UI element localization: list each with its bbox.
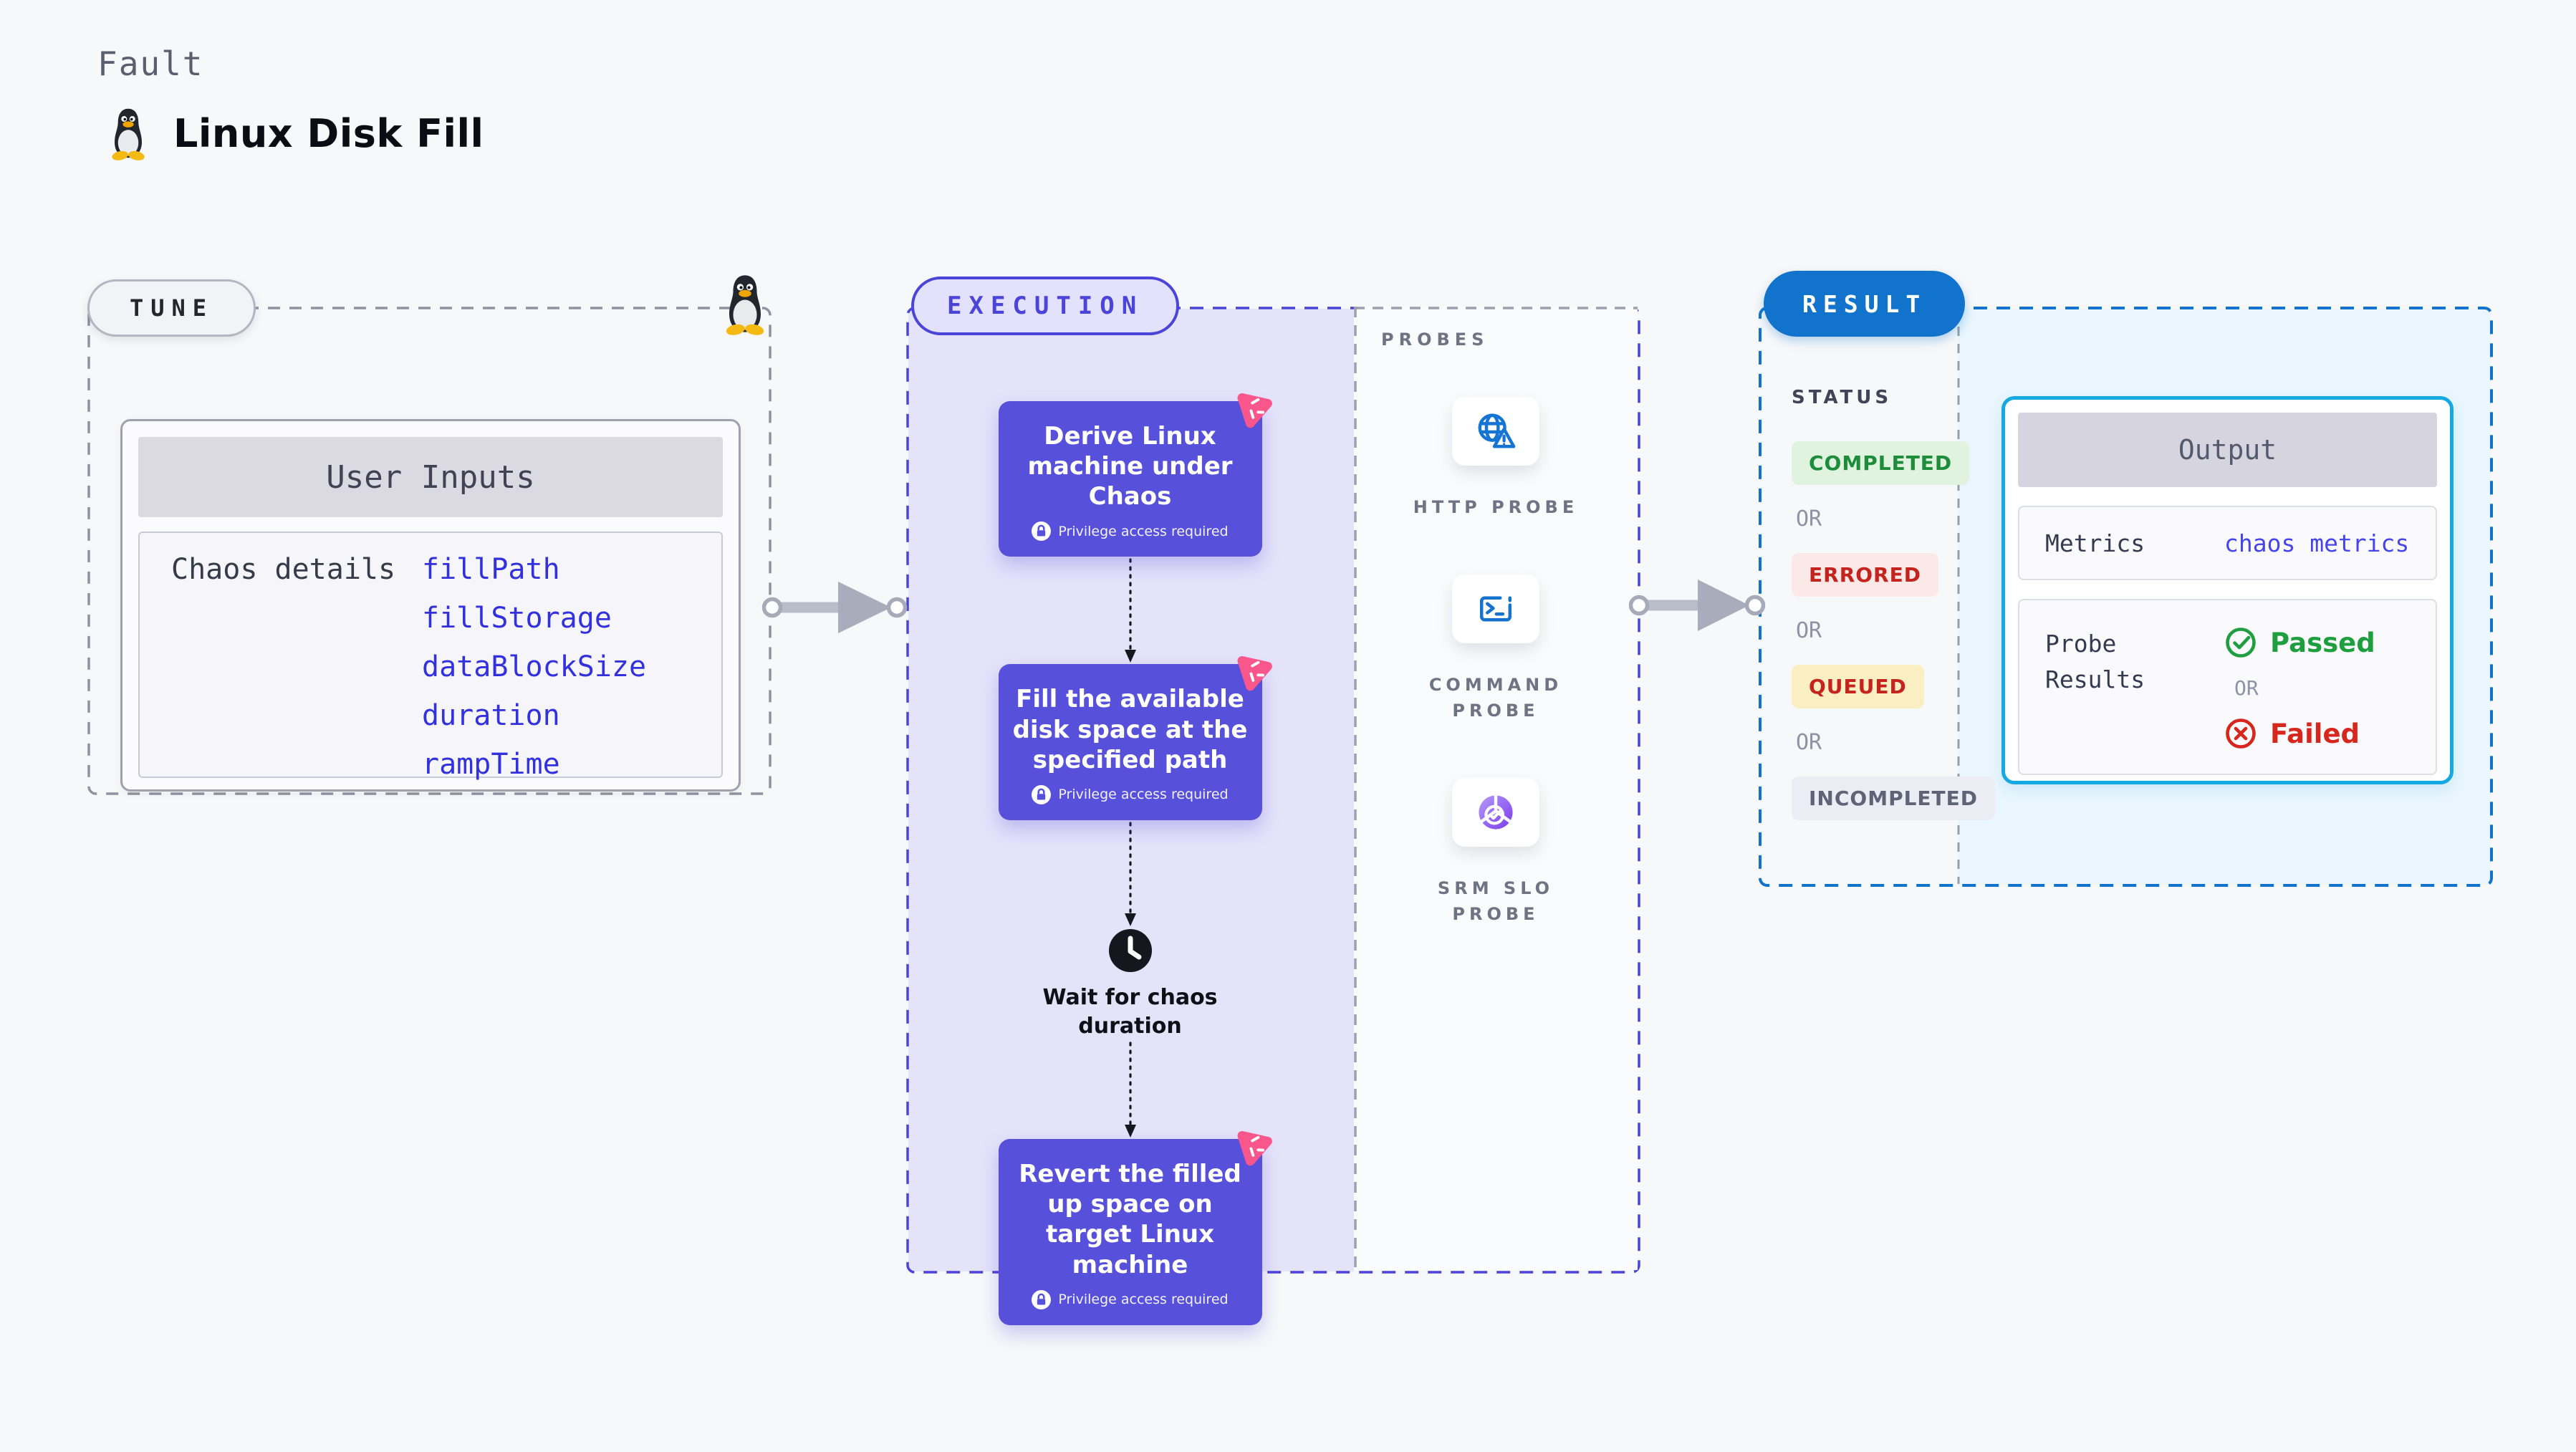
- user-input-links: fillPath fillStorage dataBlockSize durat…: [422, 553, 647, 781]
- privilege-note-text: Privilege access required: [1058, 1292, 1229, 1308]
- chaos-litmus-badge-icon: [1237, 393, 1272, 428]
- flow-arrow-down: [1124, 1042, 1136, 1138]
- page-title: Linux Disk Fill: [173, 110, 484, 156]
- or-separator: OR: [1796, 506, 1822, 532]
- or-separator: OR: [2234, 676, 2259, 700]
- failed-row: Failed: [2224, 717, 2360, 750]
- step-title: Fill the available disk space at the spe…: [1012, 685, 1248, 774]
- privilege-note-text: Privilege access required: [1058, 787, 1229, 803]
- link-duration[interactable]: duration: [422, 699, 560, 732]
- linux-tux-corner-icon: [726, 275, 764, 335]
- chaos-litmus-badge-icon: [1237, 1131, 1272, 1166]
- result-section-label: RESULT: [1764, 271, 1966, 337]
- passed-label: Passed: [2270, 627, 2375, 658]
- link-fillStorage[interactable]: fillStorage: [422, 602, 612, 635]
- link-dataBlockSize[interactable]: dataBlockSize: [422, 650, 647, 683]
- x-circle-icon: [2226, 718, 2256, 749]
- user-inputs-card: User Inputs Chaos details fillPath fillS…: [120, 419, 741, 792]
- probe-results-label: Probe Results: [2045, 630, 2145, 693]
- probe-results-row: Probe Results Passed OR: [2018, 599, 2437, 775]
- wait-duration-label: Wait for chaos duration: [1042, 984, 1218, 1039]
- lock-icon: [1032, 784, 1052, 804]
- command-probe-label: COMMAND PROBE: [1428, 675, 1563, 721]
- linux-tux-icon: [112, 108, 145, 160]
- or-separator: OR: [1796, 618, 1822, 643]
- step-fill-disk: Fill the available disk space at the spe…: [998, 656, 1272, 820]
- flow-arrow-down: [1124, 558, 1136, 663]
- user-inputs-header: User Inputs: [138, 437, 723, 517]
- srm-slo-probe-card: [1452, 778, 1539, 847]
- globe-alert-icon: [1478, 413, 1516, 448]
- privilege-note: Privilege access required: [1011, 1289, 1249, 1309]
- status-heading: STATUS: [1792, 387, 1893, 408]
- lock-icon: [1032, 521, 1052, 542]
- clock-icon: [1108, 928, 1152, 972]
- chaos-metrics-link[interactable]: chaos metrics: [2224, 529, 2410, 557]
- tune-to-execution-arrow: [761, 582, 908, 633]
- lock-icon: [1032, 1289, 1052, 1309]
- output-header: Output: [2018, 413, 2437, 487]
- slo-donut-check-icon: [1479, 793, 1513, 830]
- http-probe-label: HTTP PROBE: [1413, 497, 1579, 517]
- privilege-note-text: Privilege access required: [1058, 523, 1229, 539]
- or-separator: OR: [1796, 730, 1822, 755]
- flow-arrow-down: [1124, 822, 1136, 926]
- passed-row: Passed: [2224, 626, 2375, 659]
- status-badge-completed: COMPLETED: [1792, 441, 1970, 485]
- failed-label: Failed: [2270, 718, 2360, 749]
- link-rampTime[interactable]: rampTime: [422, 748, 560, 781]
- link-fillPath[interactable]: fillPath: [422, 553, 560, 586]
- output-card: Output Metrics chaos metrics Probe Resul…: [2001, 396, 2454, 784]
- probes-section: PROBES HTTP PROBE: [1354, 307, 1638, 1270]
- check-circle-icon: [2226, 628, 2256, 658]
- metrics-row: Metrics chaos metrics: [2018, 506, 2437, 580]
- chaos-litmus-badge-icon: [1237, 656, 1272, 691]
- chaos-details-label: Chaos details: [171, 553, 396, 586]
- status-column: STATUS COMPLETED OR ERRORED OR QUEUED OR…: [1792, 387, 1996, 820]
- page-title-row: Linux Disk Fill: [106, 106, 484, 160]
- execution-section-label: EXECUTION: [911, 277, 1180, 335]
- command-probe-card: [1452, 574, 1539, 643]
- privilege-note: Privilege access required: [1011, 784, 1249, 804]
- step-derive-machine: Derive Linux machine under Chaos Privile…: [998, 393, 1272, 557]
- fault-kicker: Fault: [97, 44, 204, 83]
- http-probe-card: [1452, 397, 1539, 466]
- status-badge-errored: ERRORED: [1792, 553, 1938, 597]
- privilege-note: Privilege access required: [1011, 521, 1249, 542]
- step-revert-space: Revert the filled up space on target Lin…: [998, 1131, 1272, 1325]
- status-badge-incompleted: INCOMPLETED: [1792, 777, 1996, 820]
- step-title: Derive Linux machine under Chaos: [1027, 422, 1233, 511]
- step-title: Revert the filled up space on target Lin…: [1019, 1160, 1241, 1279]
- tune-section-label: TUNE: [87, 279, 256, 337]
- srm-slo-probe-label: SRM SLO PROBE: [1437, 878, 1554, 924]
- execution-to-result-arrow: [1629, 580, 1766, 631]
- result-section: STATUS COMPLETED OR ERRORED OR QUEUED OR…: [1759, 307, 2493, 887]
- terminal-icon: [1479, 596, 1512, 622]
- metrics-label: Metrics: [2045, 529, 2145, 557]
- status-badge-queued: QUEUED: [1792, 665, 1924, 708]
